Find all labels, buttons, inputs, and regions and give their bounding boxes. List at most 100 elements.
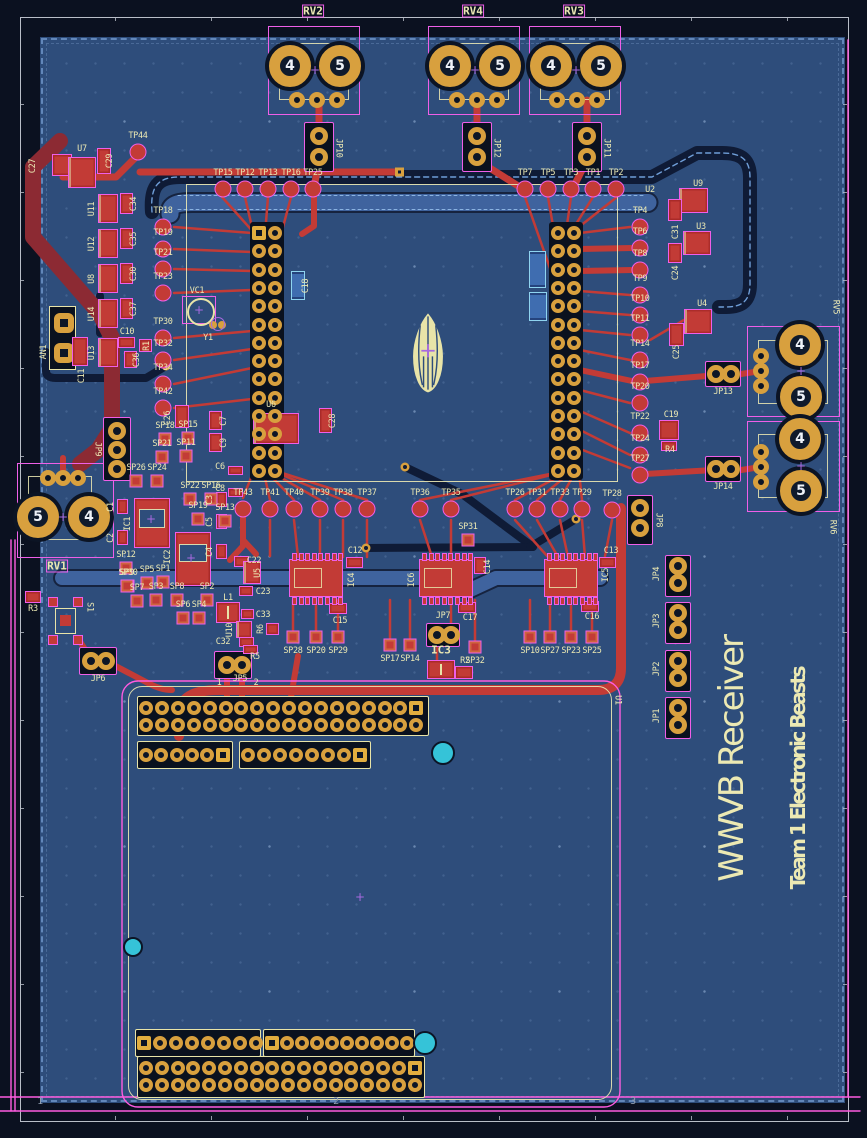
socket-pin[interactable] xyxy=(400,1036,414,1050)
pad-JP9[interactable] xyxy=(108,460,126,478)
ic-pin[interactable] xyxy=(311,597,317,605)
U2-header-right[interactable] xyxy=(549,222,583,480)
socket-pin[interactable] xyxy=(407,1078,422,1092)
header-pin[interactable] xyxy=(551,372,565,387)
header-pin[interactable] xyxy=(268,244,282,259)
header-pin[interactable] xyxy=(567,463,581,478)
part-C26[interactable] xyxy=(175,405,189,428)
socket-pin[interactable] xyxy=(186,1061,201,1075)
socket-pin[interactable] xyxy=(297,1061,311,1075)
part-C35[interactable] xyxy=(120,228,133,249)
socket-pin[interactable] xyxy=(305,748,319,762)
ic-pin[interactable] xyxy=(461,553,467,561)
socket-pin[interactable] xyxy=(249,1061,264,1075)
part-C25[interactable] xyxy=(669,323,684,346)
testpoint-TP36[interactable] xyxy=(411,500,429,518)
part-U14[interactable] xyxy=(98,299,118,328)
pad-small-RV3[interactable] xyxy=(589,92,605,108)
testpoint-TP37[interactable] xyxy=(358,500,376,518)
ic-pin[interactable] xyxy=(573,597,579,605)
ic-pin[interactable] xyxy=(573,553,579,561)
socket-pin[interactable] xyxy=(139,718,153,732)
header-pin[interactable] xyxy=(567,335,581,350)
testpoint-TP32[interactable] xyxy=(154,351,172,369)
socket-pin[interactable] xyxy=(184,748,199,762)
socket-pin[interactable] xyxy=(409,701,424,715)
socket-pin[interactable] xyxy=(353,748,367,762)
part-AN1[interactable] xyxy=(49,306,76,370)
solderpad-SP9[interactable] xyxy=(120,579,134,593)
ic-pin[interactable] xyxy=(305,597,311,605)
socket-pin[interactable] xyxy=(217,1036,231,1050)
testpoint-TP23[interactable] xyxy=(154,284,172,302)
testpoint-TP10[interactable] xyxy=(631,306,649,324)
socket-pin[interactable] xyxy=(376,1061,390,1075)
header-pin[interactable] xyxy=(567,262,581,277)
socket-pin[interactable] xyxy=(233,1078,248,1092)
ic-pin[interactable] xyxy=(580,553,585,561)
header-pin[interactable] xyxy=(252,335,266,350)
socket-pin[interactable] xyxy=(218,701,233,715)
ic-pin[interactable] xyxy=(455,597,460,605)
solderpad-SP1[interactable] xyxy=(156,575,170,589)
header-pin[interactable] xyxy=(567,409,581,423)
socket-pin[interactable] xyxy=(328,1078,343,1092)
switch-pad[interactable] xyxy=(73,597,83,607)
header-pin[interactable] xyxy=(252,262,266,277)
solderpad-SP3[interactable] xyxy=(149,593,163,607)
pad-JP2[interactable] xyxy=(669,669,687,687)
pad-JP4[interactable] xyxy=(669,557,687,575)
testpoint-TP25[interactable] xyxy=(304,180,322,198)
socket-pin[interactable] xyxy=(361,718,376,732)
solderpad-SP10[interactable] xyxy=(523,630,537,644)
switch-pad[interactable] xyxy=(73,635,83,645)
header-pin[interactable] xyxy=(551,463,565,478)
solderpad-SP6[interactable] xyxy=(176,611,190,625)
testpoint-TP28[interactable] xyxy=(603,501,621,519)
socket-pin[interactable] xyxy=(344,1061,359,1075)
ic-pin[interactable] xyxy=(428,597,434,605)
pad-JP10[interactable] xyxy=(310,127,328,145)
testpoint-TP18[interactable] xyxy=(154,218,172,236)
pad-small-RV2[interactable] xyxy=(309,92,325,108)
solderpad-SP13[interactable] xyxy=(218,514,232,528)
socket-pin[interactable] xyxy=(154,748,169,762)
solderpad-SP4[interactable] xyxy=(192,611,206,625)
socket-pin[interactable] xyxy=(313,701,328,715)
socket-pin[interactable] xyxy=(297,1078,311,1092)
socket-pin[interactable] xyxy=(241,748,255,762)
socket-pin[interactable] xyxy=(139,1061,153,1075)
socket-pin[interactable] xyxy=(266,718,281,732)
ic-pin[interactable] xyxy=(441,553,447,561)
ic-pin[interactable] xyxy=(311,553,317,561)
part-C33[interactable] xyxy=(241,609,254,619)
part-R3[interactable] xyxy=(25,591,41,603)
header-pin[interactable] xyxy=(268,445,282,460)
part-R4[interactable] xyxy=(661,441,677,451)
ic-IC4[interactable] xyxy=(289,553,344,605)
header-pin[interactable] xyxy=(268,427,282,442)
part-C30[interactable] xyxy=(120,263,133,284)
pad-RV6-4[interactable]: 4 xyxy=(779,418,821,460)
part-S1[interactable] xyxy=(48,597,83,645)
header-pin[interactable] xyxy=(268,317,282,332)
socket-pin[interactable] xyxy=(233,1061,248,1075)
socket-pin[interactable] xyxy=(273,748,287,762)
part-C13[interactable] xyxy=(599,557,616,568)
socket-pin[interactable] xyxy=(201,1036,215,1050)
header-pin[interactable] xyxy=(551,226,565,240)
ic-pin[interactable] xyxy=(298,597,304,605)
part-R5[interactable] xyxy=(243,645,258,654)
ic-pin[interactable] xyxy=(292,597,297,605)
pad-small-RV3[interactable] xyxy=(569,92,585,108)
ic-IC5[interactable] xyxy=(544,553,599,605)
socket-pin[interactable] xyxy=(360,1061,375,1075)
socket-pin[interactable] xyxy=(169,748,184,762)
socket-pin[interactable] xyxy=(234,718,249,732)
solderpad-SP24[interactable] xyxy=(150,474,164,488)
pad-RV6-5[interactable]: 5 xyxy=(780,470,822,512)
testpoint-TP33[interactable] xyxy=(551,500,569,518)
pad-small-RV1[interactable] xyxy=(40,470,56,486)
pad-JP8[interactable] xyxy=(631,519,649,537)
socket-pin[interactable] xyxy=(154,718,169,732)
